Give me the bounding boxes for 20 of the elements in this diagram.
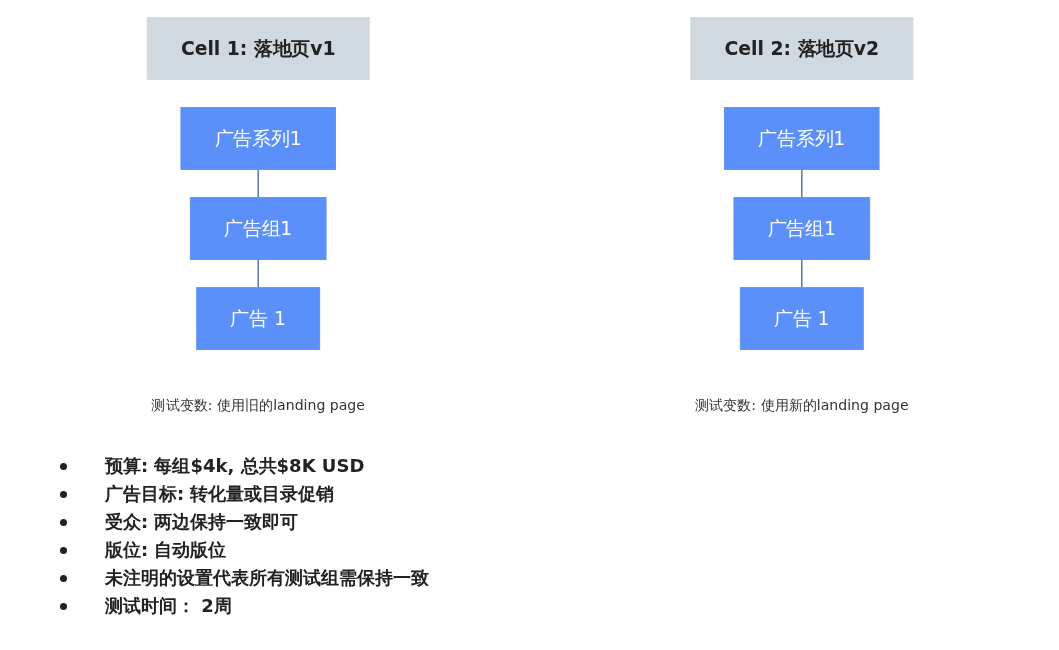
- connector: [257, 168, 259, 199]
- connector: [801, 168, 803, 199]
- bullet-text: 测试时间： 2周: [105, 594, 232, 618]
- node-box: 广告组1: [733, 197, 871, 260]
- connector: [257, 258, 259, 289]
- bullet-text: 受众: 两边保持一致即可: [105, 510, 299, 534]
- bullet-text: 广告目标: 转化量或目录促销: [105, 482, 335, 506]
- node-box: Cell 2: 落地页v2: [690, 17, 914, 80]
- node-box: 广告系列1: [724, 107, 880, 170]
- node-box: 广告 1: [739, 287, 864, 350]
- node-box: 广告组1: [189, 197, 327, 260]
- node-box: Cell 1: 落地页v1: [146, 17, 370, 80]
- connector: [801, 258, 803, 289]
- bullet-text: 预算: 每组$4k, 总共$8K USD: [105, 454, 365, 478]
- node-label: 测试变数: 使用旧的landing page: [151, 396, 365, 414]
- node-box: 广告系列1: [180, 107, 336, 170]
- node-box: 广告 1: [196, 287, 321, 350]
- bullet-text: 版位: 自动版位: [105, 538, 227, 562]
- bullet-text: 未注明的设置代表所有测试组需保持一致: [105, 566, 429, 590]
- node-label: 测试变数: 使用新的landing page: [695, 396, 909, 414]
